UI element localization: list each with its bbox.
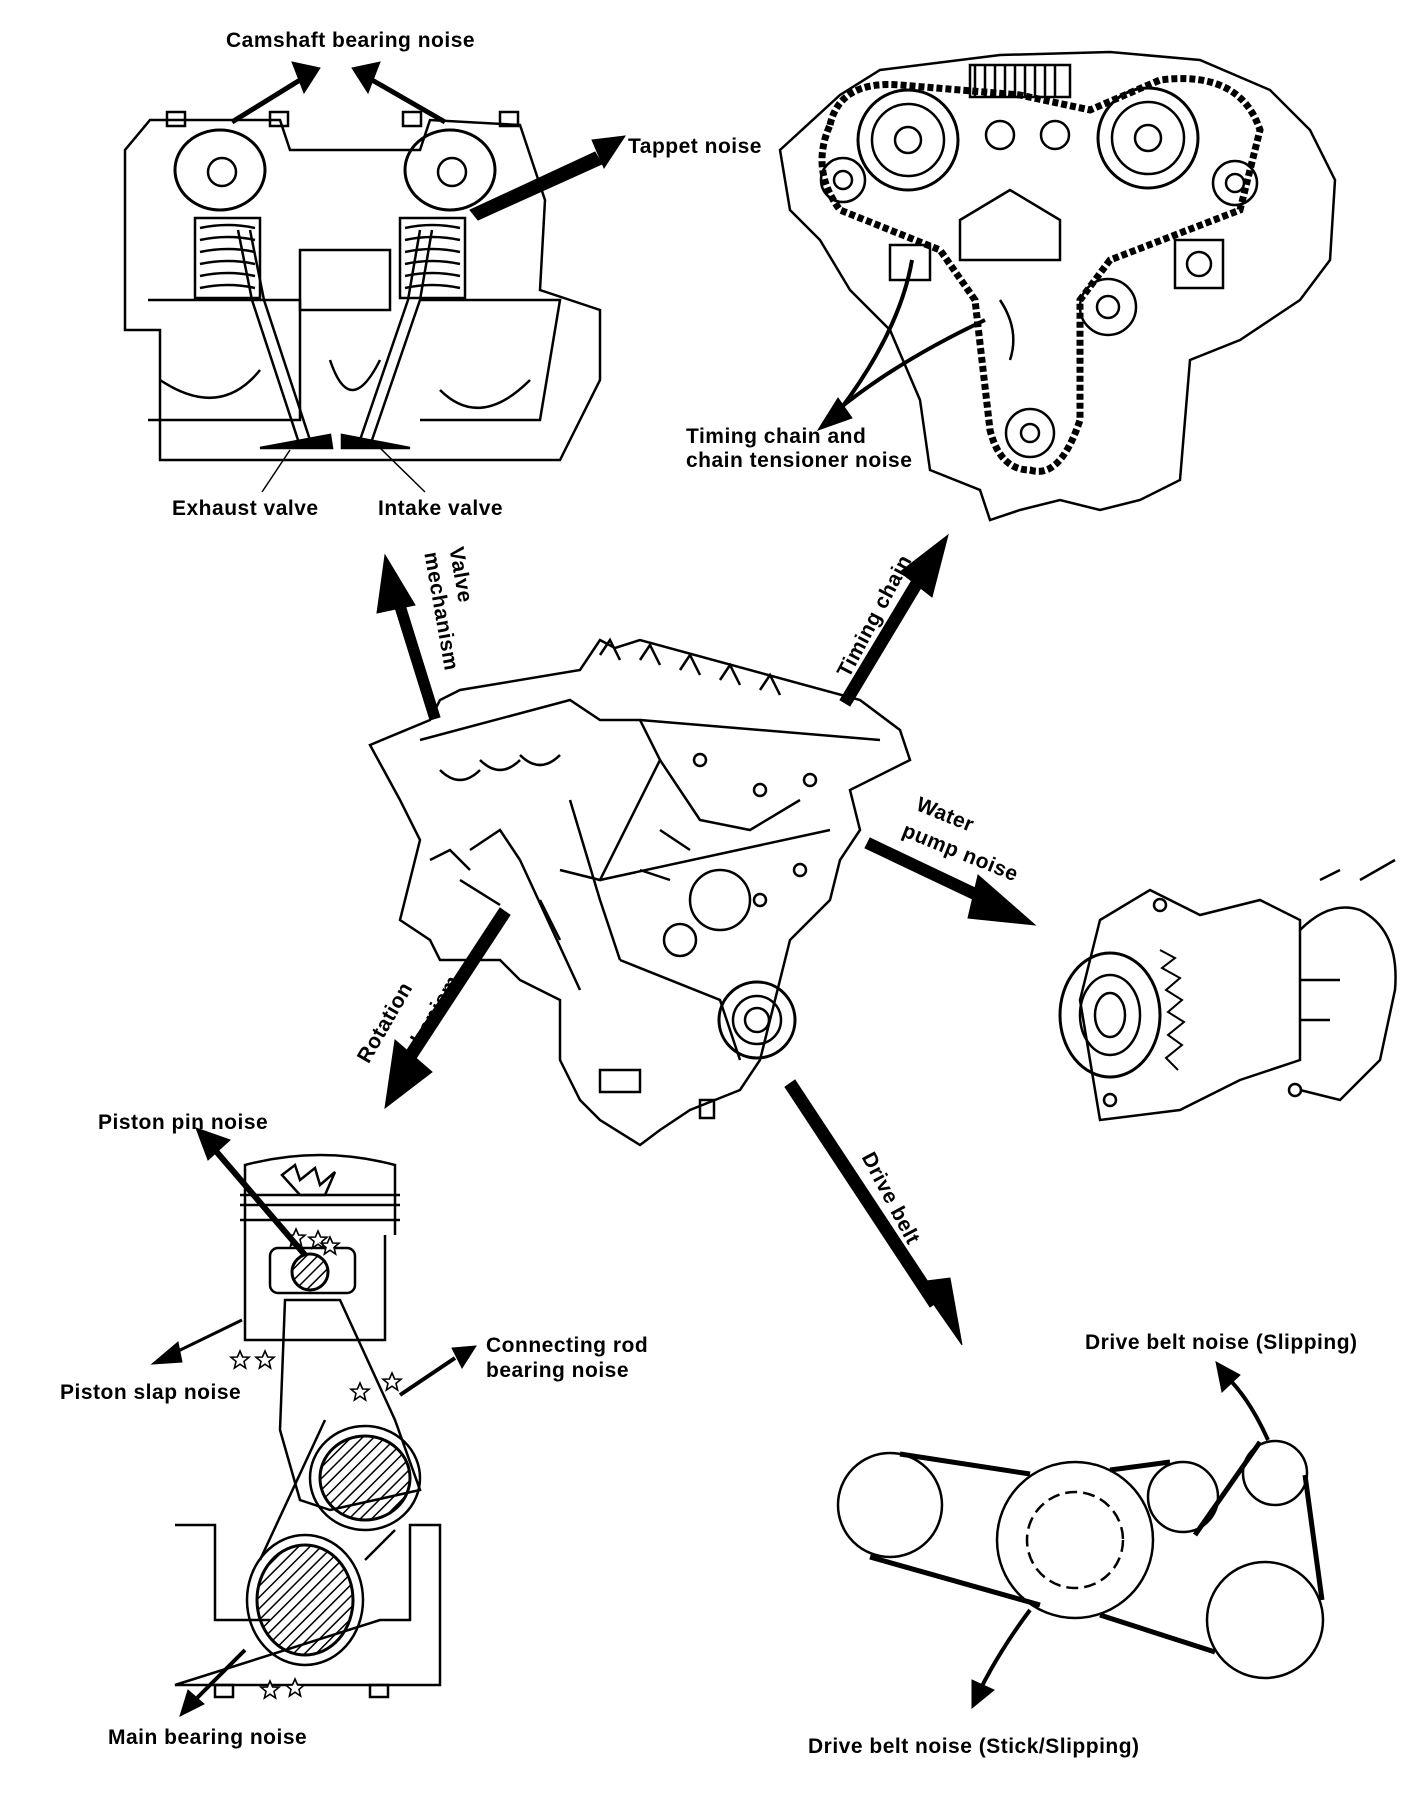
piston-slap-noise-label: Piston slap noise (60, 1381, 242, 1404)
water-pump-section (1058, 858, 1397, 1122)
drive-belt-section (836, 1439, 1325, 1680)
connecting-rod-bearing-noise-label-line1: Connecting rod (486, 1334, 649, 1357)
timing-chain-section (778, 50, 1337, 522)
timing-chain-noise-label-line2: chain tensioner noise (686, 449, 913, 472)
camshaft-noise-arrows (230, 61, 447, 125)
timing-chain-noise-arrow (816, 259, 986, 431)
main-bearing-noise-label: Main bearing noise (108, 1726, 308, 1749)
piston-section (174, 1153, 442, 1699)
engine-arrows (376, 533, 1037, 1346)
intake-valve-label: Intake valve (378, 497, 504, 520)
drive-belt-noise-stick-slipping-label: Drive belt noise (Stick/Slipping) (808, 1735, 1140, 1758)
connecting-rod-bearing-noise-label-line2: bearing noise (486, 1359, 630, 1382)
piston-arrows (150, 1127, 477, 1717)
tappet-noise-arrow (469, 135, 627, 221)
tappet-noise-label: Tappet noise (628, 135, 762, 158)
drive-belt-noise-slipping-label: Drive belt noise (Slipping) (1085, 1331, 1358, 1354)
exhaust-valve-label: Exhaust valve (172, 497, 319, 520)
cylinder-head-section (123, 110, 602, 493)
piston-pin-noise-label: Piston pin noise (98, 1111, 269, 1134)
timing-chain-noise-label-line1: Timing chain and (686, 425, 867, 448)
camshaft-bearing-noise-label: Camshaft bearing noise (226, 29, 476, 52)
engine-block (368, 637, 912, 1147)
drive-belt-arrows (971, 1361, 1270, 1710)
